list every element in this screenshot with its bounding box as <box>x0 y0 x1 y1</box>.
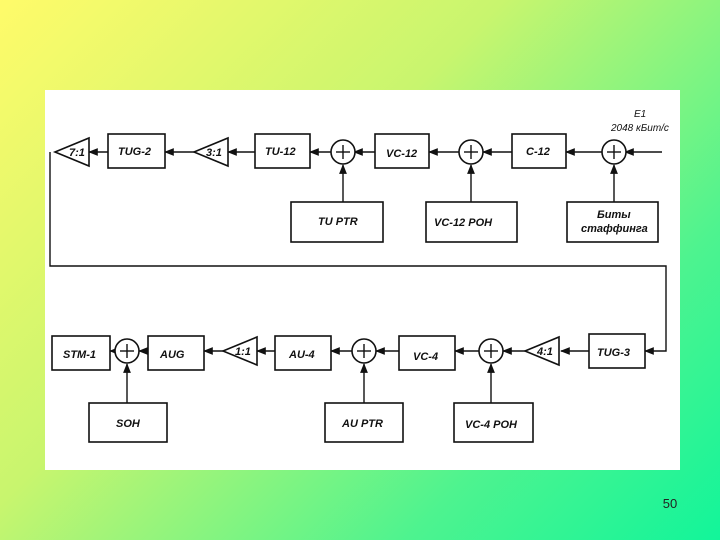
wire-loop <box>49 152 667 355</box>
svg-text:1:1: 1:1 <box>235 346 251 358</box>
svg-text:VC-4 POH: VC-4 POH <box>465 419 518 431</box>
svg-text:STM-1: STM-1 <box>63 349 96 361</box>
svg-text:AUG: AUG <box>159 349 185 361</box>
block-soh: SOH <box>88 402 168 443</box>
sum-junction-1 <box>330 139 356 165</box>
svg-text:4:1: 4:1 <box>536 346 553 358</box>
page-number: 50 <box>662 496 678 511</box>
sum-junction-6 <box>114 338 140 364</box>
svg-text:Биты: Биты <box>597 209 631 221</box>
svg-text:TU PTR: TU PTR <box>318 216 358 228</box>
block-tug2: TUG-2 <box>107 133 166 169</box>
block-stuffing-bits: Биты стаффинга <box>566 201 659 243</box>
sum-junction-2 <box>458 139 484 165</box>
mux-3-1: 3:1 <box>191 136 229 168</box>
svg-text:VC-12: VC-12 <box>386 148 417 160</box>
block-stm1: STM-1 <box>51 335 111 371</box>
block-tug3: TUG-3 <box>588 333 646 369</box>
block-vc4-poh: VC-4 POH <box>453 402 534 443</box>
mux-1-1: 1:1 <box>220 335 258 367</box>
svg-text:C-12: C-12 <box>526 146 550 158</box>
block-aug: AUG <box>147 335 205 371</box>
svg-text:3:1: 3:1 <box>206 147 222 159</box>
block-tu12: TU-12 <box>254 133 311 169</box>
sum-junction-3 <box>601 139 627 165</box>
input-label-e1: E1 <box>634 109 646 120</box>
block-vc12-poh: VC-12 POH <box>425 201 518 243</box>
input-label-rate: 2048 кБит/с <box>610 123 669 134</box>
svg-text:стаффинга: стаффинга <box>581 223 648 235</box>
mux-4-1: 4:1 <box>522 335 560 367</box>
block-au4: AU-4 <box>274 335 332 371</box>
sum-junction-4 <box>351 338 377 364</box>
svg-text:AU PTR: AU PTR <box>341 418 383 430</box>
svg-text:AU-4: AU-4 <box>288 349 315 361</box>
multiplexing-diagram: TUG-2 TU-12 VC-12 C-12 7:1 3:1 E1 2048 к… <box>49 109 669 443</box>
sum-junction-5 <box>478 338 504 364</box>
svg-text:VC-12 POH: VC-12 POH <box>434 217 493 229</box>
svg-text:SOH: SOH <box>116 418 141 430</box>
svg-text:TUG-3: TUG-3 <box>597 347 630 359</box>
block-tu-ptr: TU PTR <box>290 201 384 243</box>
svg-text:TUG-2: TUG-2 <box>118 146 151 158</box>
svg-text:7:1: 7:1 <box>69 147 85 159</box>
svg-text:VC-4: VC-4 <box>413 351 438 363</box>
mux-7-1: 7:1 <box>52 136 90 168</box>
block-vc12: VC-12 <box>374 133 430 169</box>
block-vc4: VC-4 <box>398 335 456 371</box>
slide-panel: TUG-2 TU-12 VC-12 C-12 7:1 3:1 E1 2048 к… <box>45 90 680 470</box>
block-c12: C-12 <box>511 133 567 169</box>
block-au-ptr: AU PTR <box>324 402 404 443</box>
svg-text:TU-12: TU-12 <box>265 146 296 158</box>
